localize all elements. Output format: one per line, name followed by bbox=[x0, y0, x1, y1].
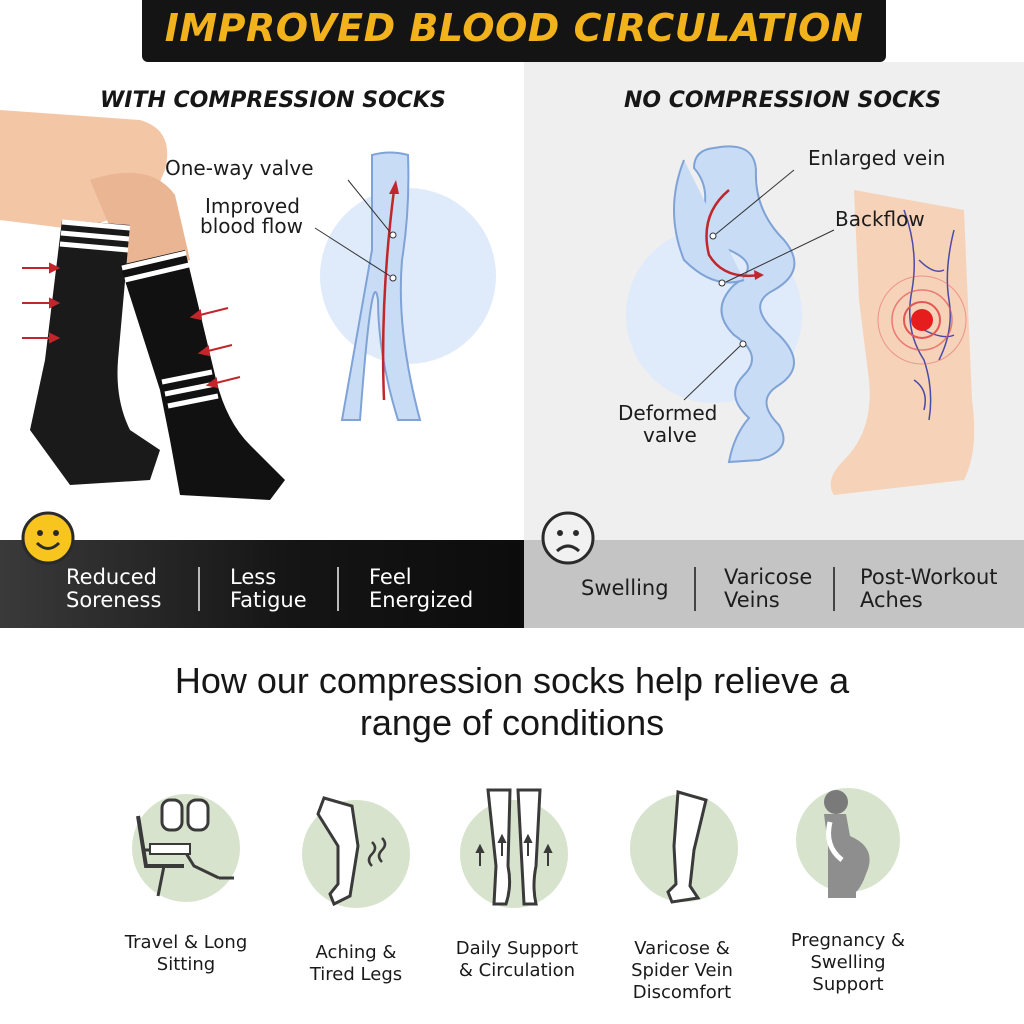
callout-line bbox=[725, 229, 835, 283]
condition-label-line: Swelling bbox=[810, 952, 886, 973]
callout-line bbox=[715, 169, 795, 235]
benefit-line: Feel bbox=[369, 565, 412, 589]
banner-title: IMPROVED BLOOD CIRCULATION bbox=[164, 6, 864, 50]
condition-label-line: Sitting bbox=[156, 954, 216, 975]
divider bbox=[198, 567, 200, 611]
problem-varicose-veins: Varicose Veins bbox=[724, 566, 812, 612]
valve-marker bbox=[389, 231, 397, 239]
sock-left bbox=[30, 220, 160, 485]
condition-label-line: Discomfort bbox=[632, 982, 732, 1003]
condition-label-line: Aching & bbox=[315, 942, 397, 963]
sad-face-icon bbox=[541, 511, 595, 565]
problem-line: Aches bbox=[860, 588, 923, 612]
flow-marker bbox=[389, 274, 397, 282]
benefits-strip bbox=[0, 540, 524, 628]
condition-label-line: Pregnancy & bbox=[790, 930, 906, 951]
callout-improved-line2: blood flow bbox=[200, 214, 303, 238]
pain-ring bbox=[891, 289, 953, 351]
problem-line: Veins bbox=[724, 588, 780, 612]
divider bbox=[833, 567, 835, 611]
title-banner bbox=[142, 0, 886, 62]
heading-line: range of conditions bbox=[359, 702, 665, 743]
legs-circulation-icon bbox=[460, 788, 568, 908]
callout-line bbox=[683, 345, 741, 401]
callout-deformed-line2: valve bbox=[643, 423, 697, 447]
airplane-seat-icon bbox=[132, 794, 240, 902]
backflow-arrowhead bbox=[754, 270, 764, 280]
condition-label-line: Varicose & bbox=[634, 938, 730, 959]
compression-arrows bbox=[22, 262, 241, 389]
pain-point bbox=[911, 309, 933, 331]
condition-label-line: & Circulation bbox=[458, 960, 576, 981]
benefit-line: Soreness bbox=[66, 588, 162, 612]
with-socks-title: WITH COMPRESSION SOCKS bbox=[100, 88, 446, 113]
sock-stripe bbox=[59, 241, 129, 253]
backflow-arrow bbox=[705, 189, 760, 278]
thigh-back-shape bbox=[90, 172, 190, 275]
sock-stripe bbox=[167, 393, 219, 409]
spider-veins bbox=[903, 209, 955, 421]
leg-vein-icon bbox=[630, 790, 738, 904]
benefit-less-fatigue: Less Fatigue bbox=[230, 566, 307, 612]
condition-varicose: Varicose & Spider Vein Discomfort bbox=[600, 938, 764, 1004]
problem-line: Varicose bbox=[724, 565, 813, 589]
smiley-face-icon bbox=[21, 511, 75, 565]
sock-stripe bbox=[124, 262, 190, 283]
condition-aching: Aching & Tired Legs bbox=[274, 942, 438, 986]
problem-post-workout-aches: Post-Workout Aches bbox=[860, 566, 997, 612]
benefit-feel-energized: Feel Energized bbox=[369, 566, 473, 612]
problems-strip bbox=[524, 540, 1024, 628]
condition-label-line: Daily Support bbox=[455, 938, 579, 959]
benefit-reduced-soreness: Reduced Soreness bbox=[66, 566, 161, 612]
tired-leg-icon bbox=[302, 796, 410, 908]
flow-arrowhead bbox=[389, 180, 399, 194]
problem-line: Post-Workout bbox=[860, 565, 998, 589]
sock-stripe bbox=[61, 219, 131, 231]
sock-stripe bbox=[60, 230, 130, 242]
callout-improved-line1: Improved bbox=[205, 194, 300, 218]
benefit-line: Fatigue bbox=[230, 588, 307, 612]
callout-line bbox=[347, 179, 391, 233]
no-socks-title: NO COMPRESSION SOCKS bbox=[624, 88, 942, 113]
pregnant-woman-icon bbox=[796, 788, 900, 898]
divider bbox=[694, 567, 696, 611]
deformed-marker bbox=[739, 340, 747, 348]
pain-ring bbox=[877, 275, 967, 365]
sock-stripe bbox=[121, 250, 187, 271]
condition-label-line: Tired Legs bbox=[309, 964, 403, 985]
condition-travel: Travel & Long Sitting bbox=[104, 932, 268, 976]
condition-daily-support: Daily Support & Circulation bbox=[432, 938, 602, 982]
conditions-heading: How our compression socks help relieve a… bbox=[40, 660, 984, 744]
benefit-line: Energized bbox=[369, 588, 474, 612]
compression-illustration bbox=[0, 110, 496, 500]
callout-enlarged-vein: Enlarged vein bbox=[808, 146, 946, 170]
callout-backflow: Backflow bbox=[835, 207, 925, 231]
backflow-marker bbox=[718, 279, 726, 287]
benefit-line: Reduced bbox=[66, 565, 158, 589]
heading-line: How our compression socks help relieve a bbox=[174, 660, 850, 701]
problem-line: Swelling bbox=[581, 576, 669, 600]
callout-one-way-valve: One-way valve bbox=[165, 156, 314, 180]
sock-stripe bbox=[161, 369, 213, 385]
no-compression-illustration bbox=[626, 145, 975, 495]
condition-pregnancy: Pregnancy & Swelling Support bbox=[766, 930, 930, 996]
callout-deformed-line1: Deformed bbox=[618, 401, 718, 425]
flow-arrow bbox=[381, 189, 396, 401]
pain-ring bbox=[903, 301, 941, 339]
condition-label-line: Travel & Long bbox=[124, 932, 248, 953]
healthy-vein bbox=[340, 151, 422, 421]
condition-label-line: Spider Vein bbox=[631, 960, 733, 981]
benefit-line: Less bbox=[230, 565, 277, 589]
callout-line bbox=[314, 227, 391, 277]
divider bbox=[337, 567, 339, 611]
problem-swelling: Swelling bbox=[581, 577, 669, 600]
enlarged-marker bbox=[709, 232, 717, 240]
condition-label-line: Support bbox=[812, 974, 884, 995]
